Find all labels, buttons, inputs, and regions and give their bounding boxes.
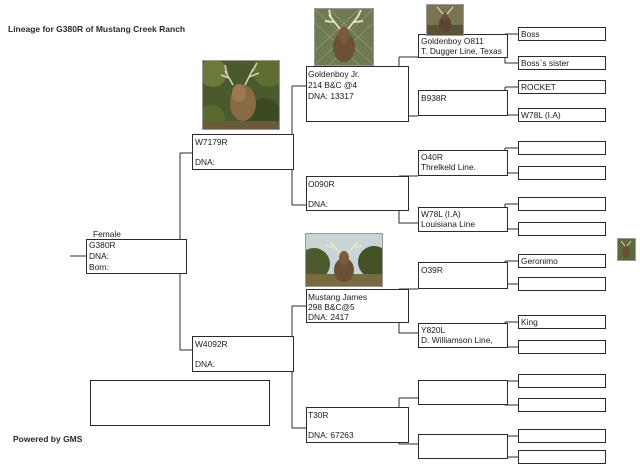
gen4-card-12[interactable] [518, 340, 606, 354]
dam-sire-score: 298 B&C@5 [308, 302, 355, 312]
sire-dam-name: O090R [308, 179, 335, 189]
deer-photo-mustang-james-icon [306, 234, 382, 286]
gen3-card-3[interactable] [418, 150, 508, 176]
gen3-card-2[interactable] [418, 90, 508, 116]
gen4-card-5[interactable] [518, 141, 606, 155]
gen3-6-line: D. Williamson Line, [421, 335, 493, 345]
deer-photo-w7179r-icon [203, 61, 279, 129]
gen4-card-9[interactable] [518, 254, 606, 268]
gen4-11-name: King [521, 317, 538, 327]
sire-name: W7179R [195, 137, 228, 147]
gen3-3-line: Threlkeld Line. [421, 162, 476, 172]
gen4-4-name: W78L (I.A) [521, 110, 561, 120]
sire-card[interactable] [192, 134, 294, 170]
gen4-card-6[interactable] [518, 166, 606, 180]
subject-born: Born: [89, 262, 110, 272]
gen3-5-name: O39R [421, 265, 443, 275]
deer-photo-icon[interactable] [617, 238, 636, 261]
gen4-card-4[interactable] [518, 108, 606, 122]
gen3-1-name: Goldenboy O811 [421, 36, 484, 46]
gen3-4-line: Louisiana Line [421, 219, 476, 229]
sire-dam-card[interactable] [306, 176, 409, 211]
gen4-2-name: Boss`s sister [521, 58, 569, 68]
gen4-9-name: Geronimo [521, 256, 558, 266]
dam-dam-name: T30R [308, 410, 329, 420]
dam-card[interactable] [192, 336, 294, 372]
gen3-card-8[interactable] [418, 434, 508, 459]
sire-sire-score: 214 B&C @4 [308, 80, 358, 90]
gen4-3-name: ROCKET [521, 82, 556, 92]
gen3-2-name: B938R [421, 93, 447, 103]
dam-sire-dna: DNA: 2417 [308, 312, 349, 322]
sire-sire-name: Goldenboy Jr. [308, 69, 360, 79]
deer-photo-thumbnail-icon [618, 239, 635, 260]
subject-name: G380R [89, 240, 116, 250]
gen3-card-6[interactable] [418, 323, 508, 348]
gen4-card-15[interactable] [518, 429, 606, 443]
dam-name: W4092R [195, 339, 228, 349]
dam-dna: DNA: [195, 359, 216, 369]
deer-photo-icon[interactable] [305, 233, 383, 287]
gen3-3-name: O40R [421, 152, 443, 162]
gen4-card-11[interactable] [518, 315, 606, 329]
page-title: Lineage for G380R of Mustang Creek Ranch [8, 24, 186, 34]
sire-sire-card[interactable] [306, 66, 409, 122]
gen4-card-13[interactable] [518, 374, 606, 388]
sire-dna: DNA: [195, 157, 216, 167]
gen4-card-1[interactable] [518, 27, 606, 41]
gen3-6-name: Y820L [421, 325, 446, 335]
deer-photo-goldenboy-o811-icon [427, 5, 463, 35]
gen4-card-2[interactable] [518, 56, 606, 70]
subject-card[interactable] [86, 239, 187, 274]
deer-photo-icon[interactable] [314, 8, 374, 66]
deer-photo-icon[interactable] [202, 60, 280, 130]
gen3-card-4[interactable] [418, 207, 508, 232]
subject-sex-label: Female [93, 229, 121, 239]
dam-sire-name: Mustang James [308, 292, 368, 302]
gen3-1-line: T. Dugger Line, Texas [421, 46, 502, 56]
deer-photo-icon[interactable] [426, 4, 464, 36]
deer-photo-goldenboy-jr-icon [315, 9, 373, 65]
gen3-card-5[interactable] [418, 262, 508, 289]
dam-dam-card[interactable] [306, 407, 409, 443]
gen3-4-name: W78L (I.A) [421, 209, 461, 219]
gen4-card-3[interactable] [518, 80, 606, 94]
gen4-card-7[interactable] [518, 197, 606, 211]
gen4-card-8[interactable] [518, 222, 606, 236]
subject-dna: DNA: [89, 251, 110, 261]
powered-by-label: Powered by GMS [13, 434, 83, 444]
gen4-card-10[interactable] [518, 277, 606, 291]
gen3-card-7[interactable] [418, 380, 508, 405]
gen4-card-16[interactable] [518, 450, 606, 464]
dam-sire-card[interactable] [306, 289, 409, 323]
gen4-1-name: Boss [521, 29, 540, 39]
notes-box [90, 380, 270, 426]
sire-dam-dna: DNA: [308, 199, 329, 209]
dam-dam-dna: DNA: 67263 [308, 430, 354, 440]
gen4-card-14[interactable] [518, 398, 606, 412]
sire-sire-dna: DNA: 13317 [308, 91, 354, 101]
